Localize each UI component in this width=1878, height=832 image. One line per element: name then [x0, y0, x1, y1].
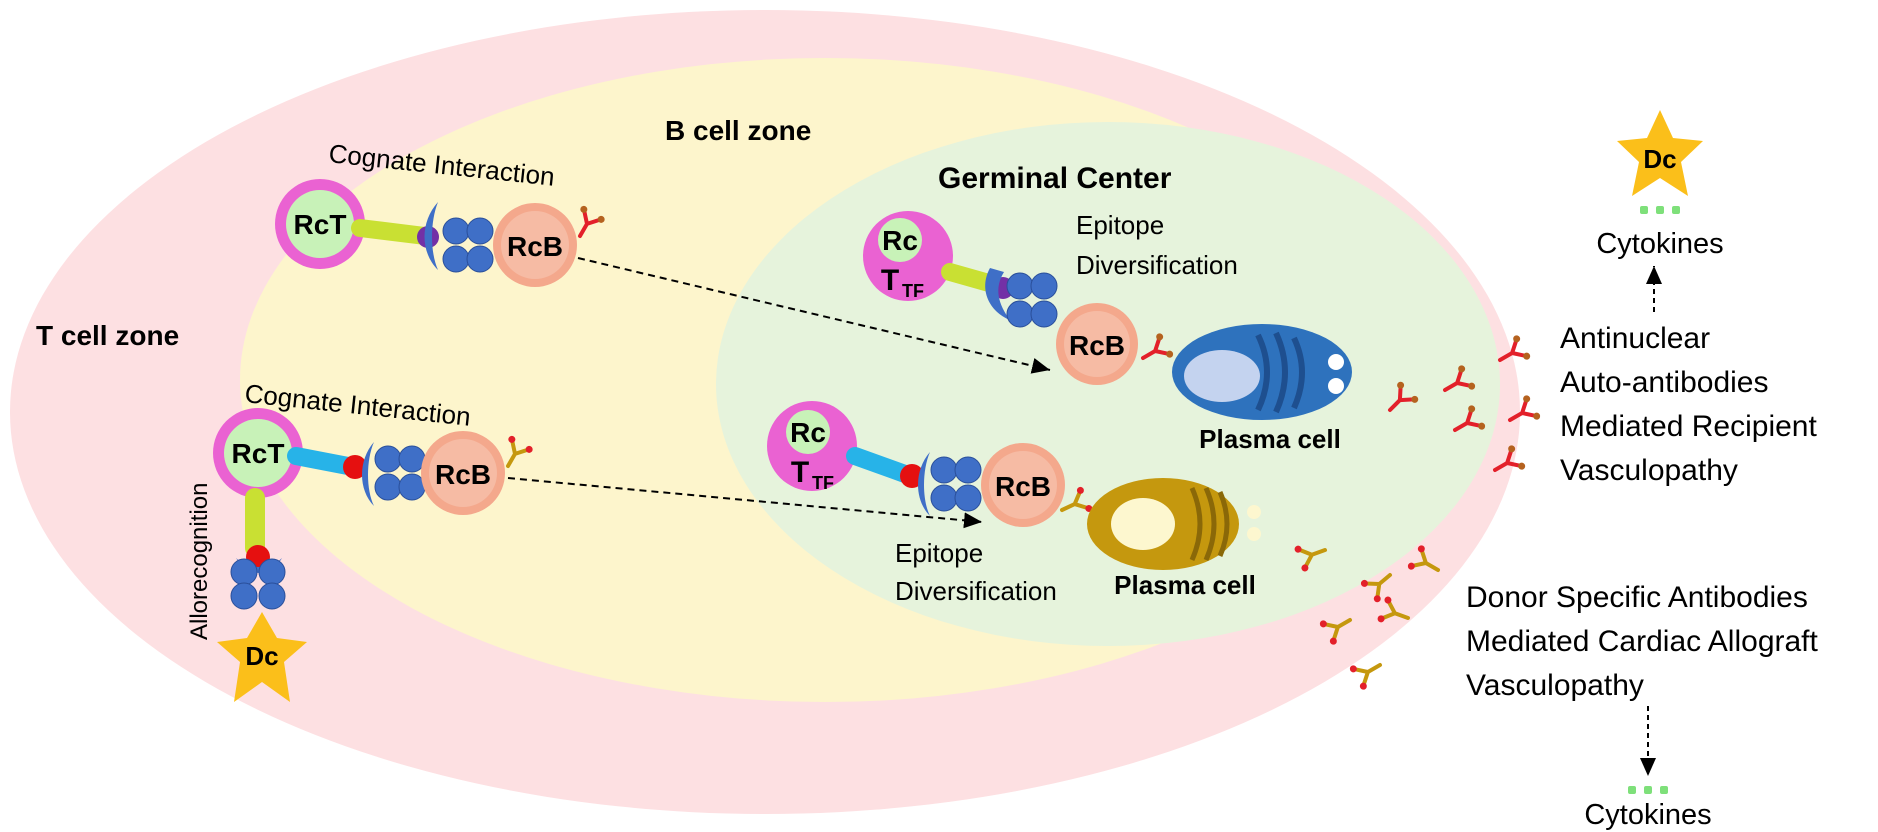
recipient-line-1: Antinuclear — [1560, 322, 1710, 355]
donor-line-2: Mediated Cardiac Allograft — [1466, 625, 1819, 658]
diversification-label-gc-bottom: Diversification — [895, 576, 1057, 606]
recipient-line-3: Mediated Recipient — [1560, 410, 1817, 443]
rcb-label-gc-bottom: RcB — [995, 471, 1051, 502]
tf-label-gc-top: TF — [902, 281, 924, 301]
cytokine-dots-top — [1640, 206, 1680, 214]
donor-line-3: Vasculopathy — [1466, 669, 1644, 702]
plasma-cell-blue — [1172, 324, 1352, 420]
rct-label-top: RcT — [294, 209, 347, 240]
rct-cell-top: RcT — [275, 179, 365, 269]
dendritic-cell-allo — [217, 612, 307, 702]
cytokine-dots-bottom — [1628, 786, 1668, 794]
plasma-cell-gold — [1087, 478, 1261, 570]
rcb-cell-gc-top: RcB — [1056, 303, 1138, 385]
rc-ttf-cell-top: Rc T TF — [863, 211, 953, 301]
recipient-line-4: Vasculopathy — [1560, 454, 1738, 487]
cytokines-label-bottom: Cytokines — [1584, 799, 1711, 831]
receptor-crescent-bottom — [362, 442, 374, 506]
tcr-stalk-gc-bottom — [846, 447, 914, 483]
rcb-label-gc-top: RcB — [1069, 330, 1125, 361]
plasma-cell-label-gold: Plasma cell — [1114, 570, 1256, 600]
rct-label-bottom: RcT — [232, 438, 285, 469]
germinal-center-area — [716, 122, 1500, 646]
donor-line-1: Donor Specific Antibodies — [1466, 581, 1808, 614]
tcr-stalk-top — [351, 219, 434, 245]
recipient-line-2: Auto-antibodies — [1560, 366, 1768, 399]
tcr-stalk-bottom — [287, 447, 357, 475]
diversification-label-gc-top: Diversification — [1076, 250, 1238, 280]
rcb-label-bottom: RcB — [435, 459, 491, 490]
t-label-gc-top: T — [881, 264, 899, 297]
tf-label-gc-bottom: TF — [812, 473, 834, 493]
rc-label-gc-top: Rc — [882, 225, 918, 256]
arrow-top-to-gc — [577, 257, 1051, 374]
rc-label-gc-bottom: Rc — [790, 417, 826, 448]
epitope-label-gc-top: Epitope — [1076, 210, 1164, 240]
receptor-crescent-gc-bottom — [918, 452, 930, 516]
t-cell-zone-label: T cell zone — [36, 320, 179, 351]
mhc-peptide-bottom — [343, 455, 367, 479]
rc-ttf-cell-bottom: Rc T TF — [767, 401, 857, 493]
rcb-cell-top: RcB — [493, 203, 577, 287]
t-label-gc-bottom: T — [791, 456, 809, 489]
allorecognition-label: Allorecognition — [186, 483, 213, 640]
dc-label-right: Dc — [1643, 144, 1676, 174]
b-cell-zone-label: B cell zone — [665, 115, 811, 146]
receptor-crescent-gc-top — [985, 268, 1010, 320]
rcb-cell-gc-bottom: RcB — [981, 443, 1065, 527]
dc-label-allo: Dc — [245, 641, 278, 671]
rct-cell-bottom: RcT — [213, 408, 303, 498]
germinal-center-label: Germinal Center — [938, 162, 1172, 195]
arrow-bottom-to-gc — [507, 477, 983, 529]
cytokines-label-top: Cytokines — [1596, 228, 1723, 260]
epitope-label-gc-bottom: Epitope — [895, 538, 983, 568]
dendritic-cell-right — [1617, 110, 1703, 196]
receptor-crescent-top — [424, 202, 438, 270]
rcb-cell-bottom: RcB — [421, 431, 505, 515]
plasma-cell-label-blue: Plasma cell — [1199, 424, 1341, 454]
mhc-peptide-gc-bottom — [900, 464, 924, 488]
rcb-label-top: RcB — [507, 231, 563, 262]
